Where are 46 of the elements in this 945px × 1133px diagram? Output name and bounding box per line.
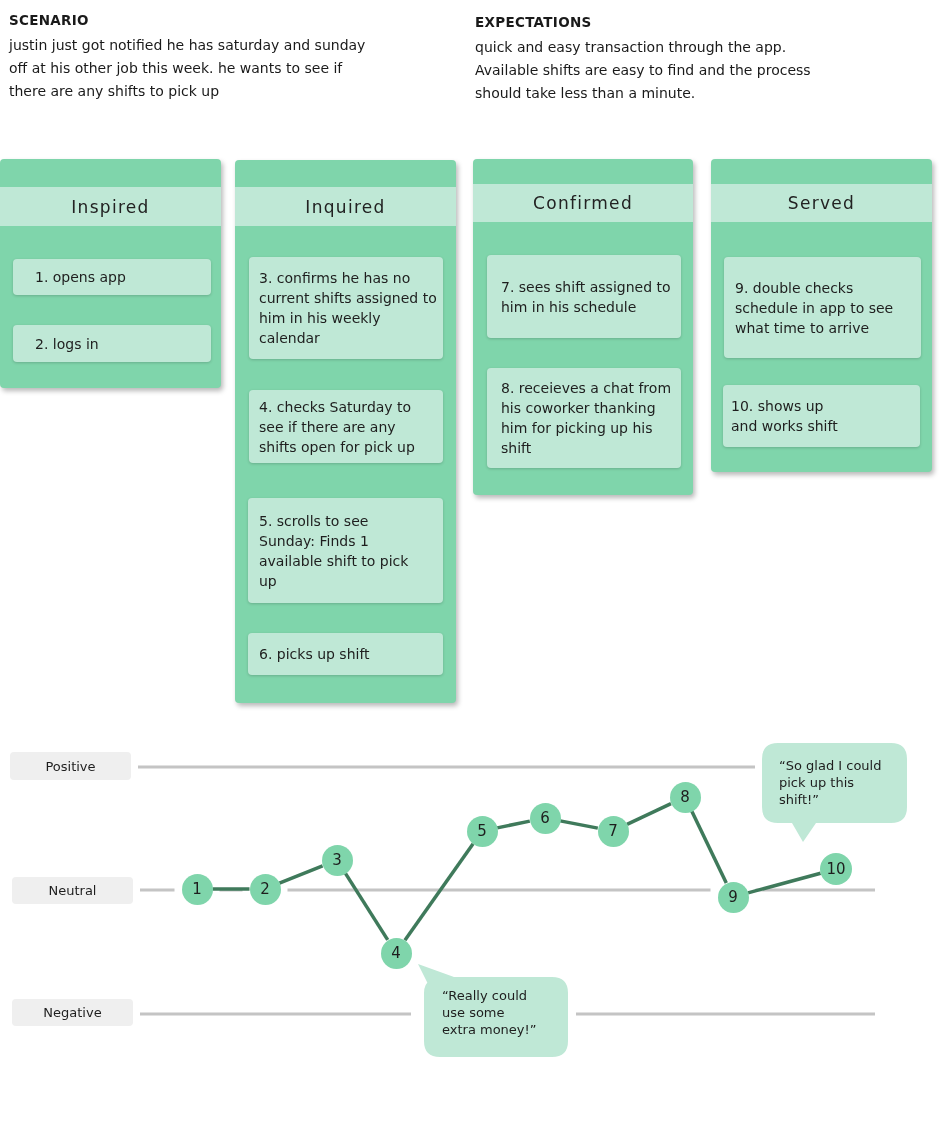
expectations-text: quick and easy transaction through the app. Available shifts are easy to find and the process should take less than a minute. [475,38,812,103]
speech-bubble: “So glad I could pick up this shift!” [762,743,907,843]
stage-header: Confirmed [473,184,693,222]
stage-column [0,159,221,388]
step-marker: 10 [820,853,852,885]
section-heading: EXPECTATIONS [475,14,592,30]
step-card: 1. opens app [13,259,211,295]
step-card: 5. scrolls to see Sunday: Finds 1 available shift to pick up [248,498,443,603]
stage-column [711,159,932,472]
journey-line [496,819,531,830]
journey-line [747,871,822,895]
step-marker: 7 [597,815,629,847]
journey-line [626,802,672,826]
journey-line [559,819,599,830]
stage-column [235,160,456,703]
step-marker: 8 [669,781,701,813]
section-heading: SCENARIO [9,12,89,28]
step-marker: 4 [380,937,412,969]
step-marker: 6 [529,802,561,834]
step-card: 7. sees shift assigned to him in his schedule [487,255,681,338]
step-marker: 1 [181,873,213,905]
journey-line [690,810,728,884]
step-card: 9. double checks schedule in app to see what time to arrive [724,257,921,358]
step-card: 3. confirms he has no current shifts assigned to him in his weekly calendar [249,257,443,359]
stage-header: Inquired [235,187,456,226]
stage-header: Served [711,184,932,222]
stage-header: Inspired [0,187,221,226]
speech-bubble: “Really could use some extra money!” [418,964,569,1058]
journey-line [212,887,250,891]
scenario-text: justin just got notified he has saturday and sunday off at his other job this week. he wants to see if there are any shifts to pick up [9,36,367,101]
journey-line [278,864,324,885]
sentiment-label: Neutral [12,877,133,904]
journey-line [343,872,390,941]
step-marker: 2 [249,873,281,905]
sentiment-label: Positive [10,752,131,780]
step-marker: 5 [466,815,498,847]
step-card: 2. logs in [13,325,211,362]
sentiment-label: Negative [12,999,133,1026]
step-card: 4. checks Saturday to see if there are any shifts open for pick up [249,390,443,463]
journey-line [403,842,475,942]
step-card: 8. receieves a chat from his coworker thanking him for picking up his shift [487,368,681,468]
step-card: 10. shows up and works shift [723,385,920,447]
step-card: 6. picks up shift [248,633,443,675]
step-marker: 9 [717,881,749,913]
step-marker: 3 [321,844,353,876]
stage-column [473,159,693,495]
